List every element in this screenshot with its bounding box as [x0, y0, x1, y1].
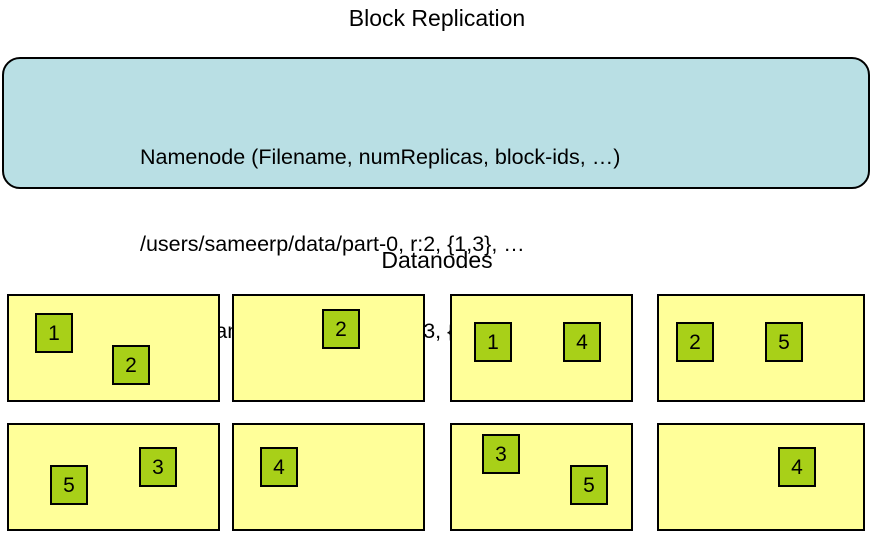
block-square-5: 5 — [50, 465, 88, 505]
block-square-4: 4 — [778, 447, 816, 487]
page-title: Block Replication — [348, 5, 526, 31]
datanodes-section-label: Datanodes — [381, 247, 493, 273]
namenode-line-part-0: /users/sameerp/data/part-0, r:2, {1,3}, … — [140, 232, 525, 256]
datanode-6: 4 — [232, 423, 425, 531]
block-square-5: 5 — [570, 465, 608, 505]
block-square-3: 3 — [139, 447, 177, 487]
block-square-5: 5 — [765, 322, 803, 362]
block-square-3: 3 — [482, 434, 520, 474]
block-square-4: 4 — [260, 447, 298, 487]
namenode-line-header: Namenode (Filename, numReplicas, block-i… — [140, 145, 621, 169]
block-square-2: 2 — [322, 309, 360, 349]
namenode-box: Namenode (Filename, numReplicas, block-i… — [2, 57, 870, 343]
datanode-2: 2 — [232, 294, 425, 402]
block-square-2: 2 — [676, 322, 714, 362]
block-square-1: 1 — [35, 313, 73, 353]
datanode-8: 4 — [657, 423, 865, 531]
block-square-2: 2 — [112, 345, 150, 385]
block-square-4: 4 — [563, 322, 601, 362]
block-square-1: 1 — [474, 322, 512, 362]
